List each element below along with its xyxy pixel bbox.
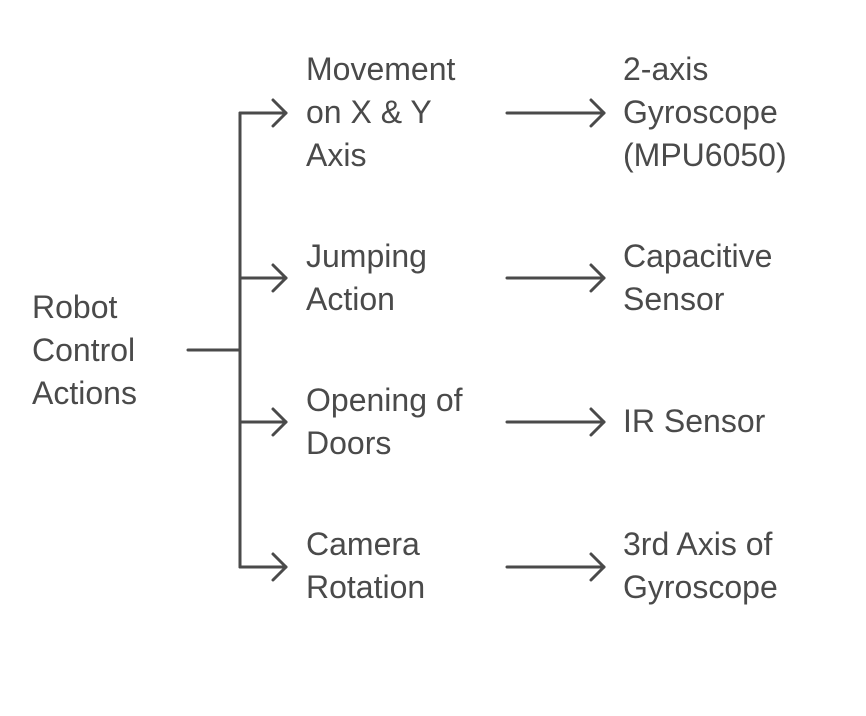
sensor-node-ir: IR Sensor — [623, 400, 765, 443]
sensor-line: Sensor — [623, 281, 725, 317]
root-line: Control — [32, 332, 136, 368]
action-node-movement: Movement on X & Y Axis — [306, 48, 455, 177]
root-line: Robot — [32, 289, 118, 325]
action-line: Movement — [306, 51, 456, 87]
sensor-line: Gyroscope — [623, 94, 778, 130]
sensor-arrow-capacitive — [505, 263, 606, 293]
sensor-node-3rd-axis: 3rd Axis of Gyroscope — [623, 523, 778, 609]
branch-arrow-doors — [238, 407, 288, 437]
action-line: on X & Y — [306, 94, 432, 130]
sensor-line: 3rd Axis of — [623, 526, 773, 562]
sensor-line: (MPU6050) — [623, 137, 787, 173]
action-line: Action — [306, 281, 395, 317]
sensor-arrow-ir — [505, 407, 606, 437]
action-node-jumping: Jumping Action — [306, 235, 427, 321]
root-line: Actions — [32, 375, 137, 411]
sensor-line: 2-axis — [623, 51, 709, 87]
sensor-node-capacitive: Capacitive Sensor — [623, 235, 772, 321]
sensor-arrow-3rd-axis — [505, 552, 606, 582]
sensor-arrow-gyroscope — [505, 98, 606, 128]
action-line: Rotation — [306, 569, 426, 605]
sensor-line: Gyroscope — [623, 569, 778, 605]
root-node-label: Robot Control Actions — [32, 286, 137, 415]
action-node-doors: Opening of Doors — [306, 379, 463, 465]
action-line: Camera — [306, 526, 420, 562]
branch-arrow-movement — [238, 98, 288, 128]
action-node-camera: Camera Rotation — [306, 523, 425, 609]
action-line: Jumping — [306, 238, 427, 274]
branch-arrow-jumping — [238, 263, 288, 293]
action-line: Opening of — [306, 382, 463, 418]
action-line: Axis — [306, 137, 367, 173]
sensor-node-gyroscope: 2-axis Gyroscope (MPU6050) — [623, 48, 787, 177]
action-line: Doors — [306, 425, 392, 461]
branch-arrow-camera — [238, 552, 288, 582]
sensor-line: Capacitive — [623, 238, 773, 274]
sensor-line: IR Sensor — [623, 403, 766, 439]
